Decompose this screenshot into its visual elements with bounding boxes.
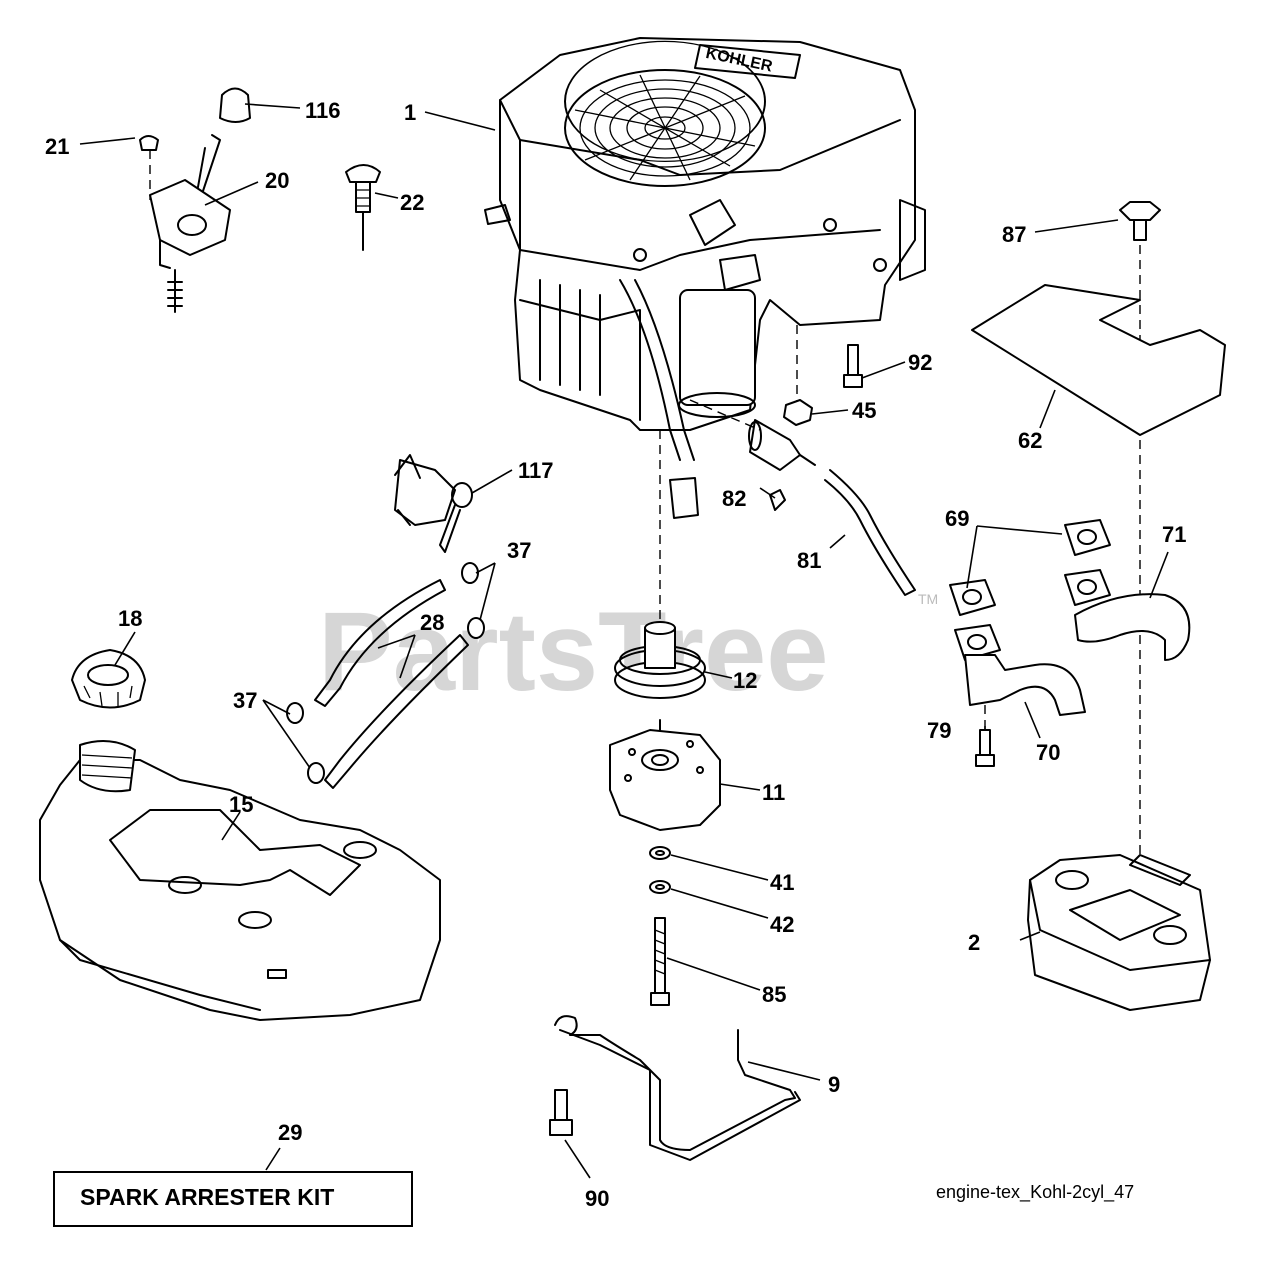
part-2-muffler — [1027, 854, 1211, 1011]
part-45-nut — [783, 399, 813, 426]
callout-1: 1 — [404, 100, 416, 125]
watermark: PartsTree — [318, 589, 829, 714]
callout-labels: 1 116 21 20 22 87 92 45 62 117 82 69 71 … — [45, 98, 1186, 1211]
part-18-fuel-cap — [71, 649, 146, 709]
callout-21: 21 — [45, 134, 69, 159]
callout-41: 41 — [770, 870, 794, 895]
callout-70: 70 — [1036, 740, 1060, 765]
callout-37-lower: 37 — [233, 688, 257, 713]
callout-15: 15 — [229, 792, 253, 817]
part-69-gaskets — [949, 519, 1111, 661]
callout-29: 29 — [278, 1120, 302, 1145]
engine: KOHLER — [484, 37, 926, 461]
callout-12: 12 — [733, 668, 757, 693]
part-22-bolt — [345, 164, 381, 251]
callout-22: 22 — [400, 190, 424, 215]
part-42-washer — [649, 880, 671, 894]
callout-11: 11 — [762, 780, 785, 805]
diagram-reference-code: engine-tex_Kohl-2cyl_47 — [936, 1182, 1134, 1203]
spark-arrester-kit-label: SPARK ARRESTER KIT — [80, 1184, 334, 1210]
part-90-bolt — [549, 1089, 573, 1136]
callout-28: 28 — [420, 610, 444, 635]
part-15-fuel-tank — [39, 740, 441, 1021]
spark-arrester-kit-box — [53, 1171, 413, 1227]
callout-82: 82 — [722, 486, 746, 511]
callout-87: 87 — [1002, 222, 1026, 247]
callout-81: 81 — [797, 548, 821, 573]
part-85-bolt — [650, 917, 670, 1006]
part-81-fuel-hose — [824, 469, 916, 596]
wire-connector — [669, 477, 699, 519]
callout-45: 45 — [852, 398, 876, 423]
part-12-pulley — [614, 621, 706, 699]
part-92-bolt — [843, 344, 863, 388]
callout-85: 85 — [762, 982, 786, 1007]
part-70-exhaust-pipe — [964, 654, 1086, 716]
part-62-heat-shield — [971, 284, 1226, 436]
callout-18: 18 — [118, 606, 142, 631]
part-82-fuel-filter — [748, 419, 816, 511]
part-9-rod — [554, 1015, 796, 1151]
callout-2: 2 — [968, 930, 980, 955]
part-11-clutch — [609, 729, 721, 831]
callout-9: 9 — [828, 1072, 840, 1097]
watermark-tm: TM — [918, 591, 938, 607]
callout-79: 79 — [927, 718, 951, 743]
callout-117: 117 — [518, 458, 554, 483]
callout-116: 116 — [305, 98, 341, 123]
part-41-washer — [649, 846, 671, 860]
part-28-hose-upper — [314, 579, 446, 707]
callout-62: 62 — [1018, 428, 1042, 453]
part-117-shutoff-valve — [394, 454, 473, 553]
callout-90: 90 — [585, 1186, 609, 1211]
part-87-bolt — [1119, 201, 1161, 241]
callout-20: 20 — [265, 168, 289, 193]
callout-92: 92 — [908, 350, 932, 375]
part-28-hose-lower — [324, 634, 469, 789]
leader-lines — [79, 103, 1169, 1179]
part-71-exhaust-pipe — [1074, 593, 1191, 661]
callout-71: 71 — [1162, 522, 1186, 547]
throttle-control — [139, 87, 251, 313]
part-37-clamps — [286, 562, 485, 784]
callout-69: 69 — [945, 506, 969, 531]
callout-37-upper: 37 — [507, 538, 531, 563]
callout-42: 42 — [770, 912, 794, 937]
part-79-bolt — [975, 729, 995, 767]
